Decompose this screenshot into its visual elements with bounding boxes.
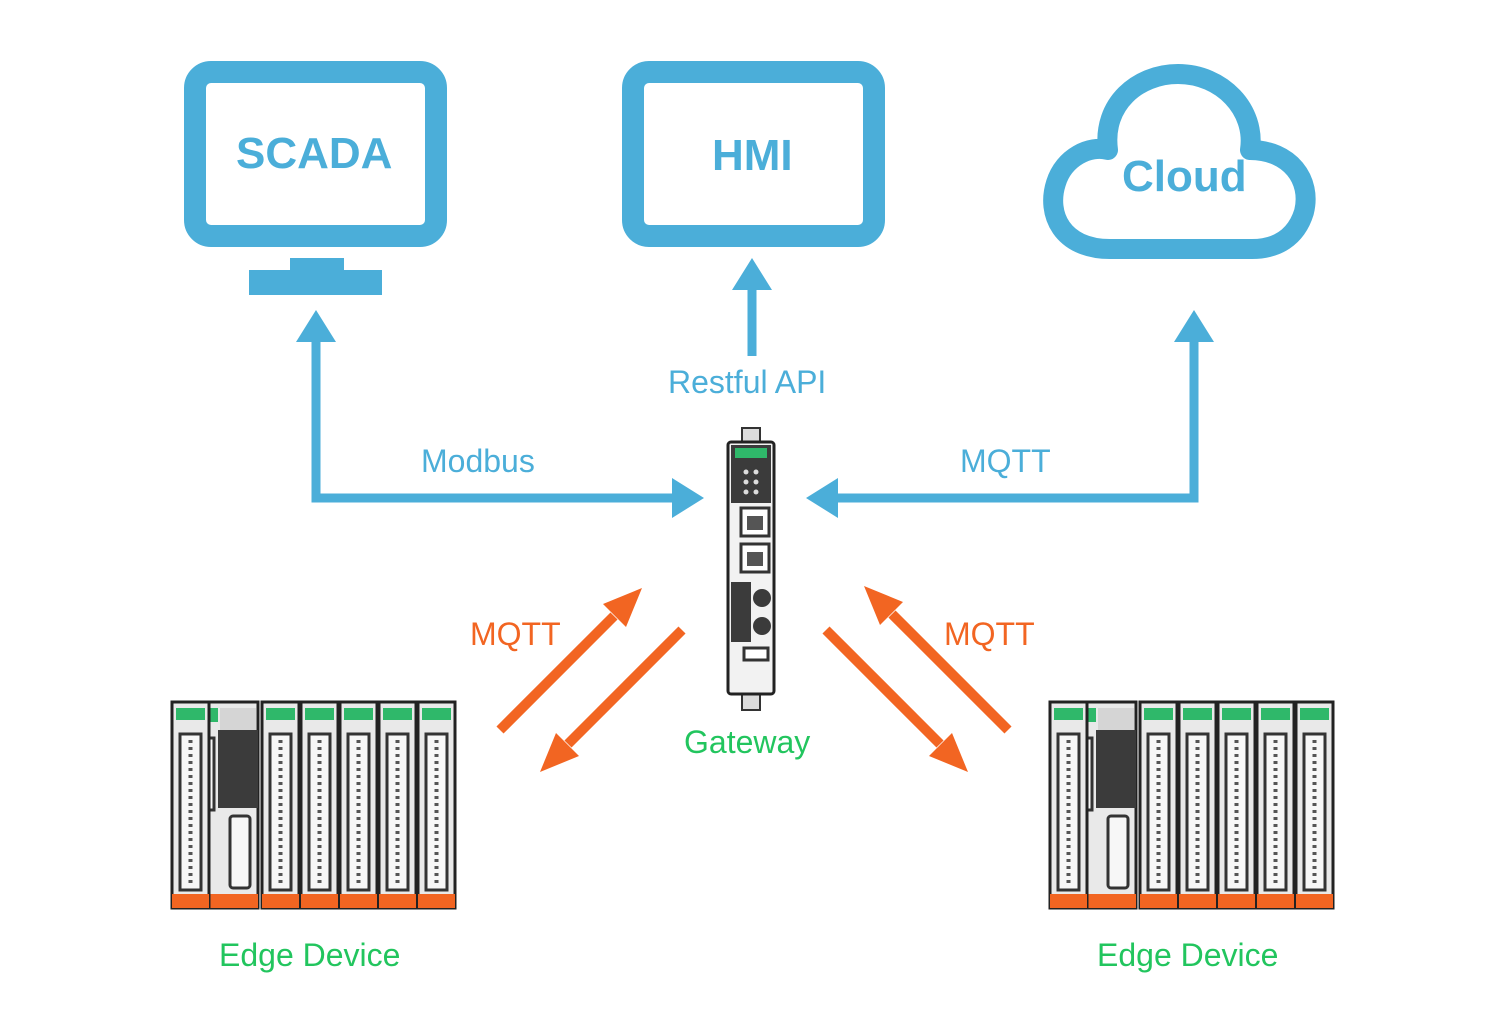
modbus-connector [296,310,704,518]
hmi-label: HMI [712,131,793,180]
modbus-label: Modbus [421,443,535,479]
cloud-label: Cloud [1122,152,1247,201]
restful-connector [732,258,772,356]
mqtt-left-label: MQTT [470,616,561,652]
edge-device-right-icon [1048,696,1340,912]
edge-device-left-icon [170,696,462,912]
gateway-device-icon [726,427,776,711]
mqtt-left-arrows [496,588,686,772]
scada-monitor-icon [184,61,447,295]
mqtt-right-label: MQTT [944,616,1035,652]
restful-api-label: Restful API [668,364,827,400]
mqtt-right-arrows [822,586,1012,772]
edge-device-right-label: Edge Device [1097,937,1279,973]
scada-label: SCADA [236,129,393,178]
cloud-icon [1043,64,1316,259]
mqtt-cloud-label: MQTT [960,443,1051,479]
hmi-panel-icon [622,61,885,247]
mqtt-cloud-connector [806,310,1214,518]
edge-device-left-label: Edge Device [219,937,401,973]
gateway-label: Gateway [684,724,811,760]
